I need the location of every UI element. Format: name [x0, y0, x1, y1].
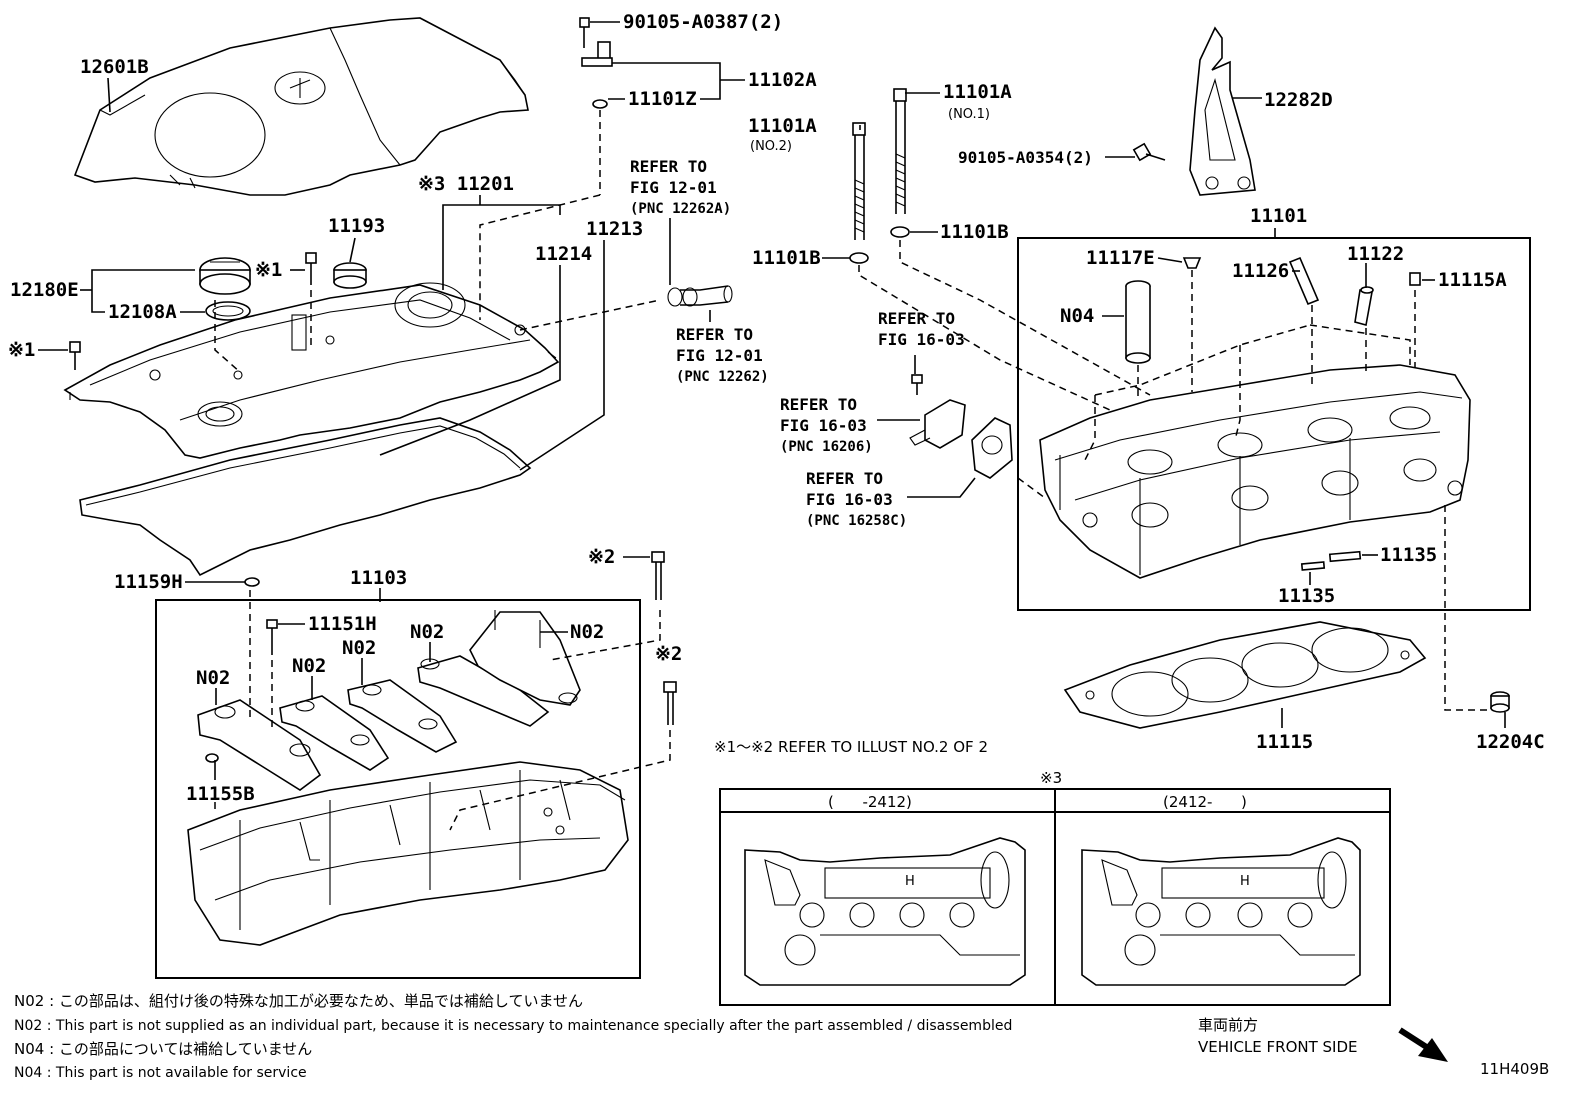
ref-fig16-03-16258C-line1: REFER TO — [806, 469, 883, 488]
footnotes: N02 : この部品は、組付け後の特殊な加工が必要なため、単品では補給していませ… — [14, 992, 1012, 1081]
label-mark1-top: ※1 — [255, 259, 282, 281]
bolts-drawing — [69, 17, 1166, 370]
camshaft-housing-drawing — [187, 761, 629, 946]
label-11101B-right: 11101B — [940, 221, 1009, 243]
label-11103: 11103 — [350, 567, 407, 589]
refer-to-notes: REFER TO FIG 12-01 (PNC 12262A) REFER TO… — [630, 157, 965, 529]
label-mark1-left: ※1 — [8, 339, 35, 361]
variant-old-label: ( -2412) — [828, 793, 912, 811]
engine-hanger-drawing — [1189, 26, 1256, 196]
label-11101B-left: 11101B — [752, 247, 821, 269]
plug-12204C-drawing — [1490, 691, 1510, 713]
label-11101Z: 11101Z — [628, 88, 697, 110]
vehicle-front-en: VEHICLE FRONT SIDE — [1198, 1038, 1358, 1056]
label-11135-bottom: 11135 — [1278, 585, 1335, 607]
camshaft-housing-box — [155, 599, 641, 979]
ref-fig12-01-12262A-line3: (PNC 12262A) — [630, 201, 731, 217]
ref-fig12-01-12262-line3: (PNC 12262) — [676, 369, 769, 385]
footnote-n04-en: N04 : This part is not available for ser… — [14, 1065, 307, 1081]
label-N02-3: N02 — [342, 637, 376, 659]
label-12108A: 12108A — [108, 301, 177, 323]
label-11201: ※3 11201 — [418, 173, 514, 195]
label-12282D: 12282D — [1264, 89, 1333, 111]
engine-cover-drawing — [73, 17, 529, 196]
head-cover-gasket-drawing — [79, 417, 532, 577]
label-mark2-mid: ※2 — [655, 643, 682, 665]
cylinder-head-cover-drawing — [63, 282, 560, 459]
dashed-guide-lines — [214, 110, 1488, 831]
label-11101: 11101 — [1250, 205, 1307, 227]
variant-table — [719, 788, 1391, 1006]
label-11159H: 11159H — [114, 571, 183, 593]
oil-filler-cap-drawing — [199, 257, 251, 321]
ref-fig16-03-16206-line3: (PNC 16206) — [780, 439, 873, 455]
label-11214: 11214 — [535, 243, 592, 265]
part-labels: 12601B 90105-A0387(2) 11102A 11101Z 1110… — [8, 11, 1545, 805]
label-11126: 11126 — [1232, 260, 1289, 282]
variant-new-label: (2412- ) — [1163, 793, 1247, 811]
ref-fig12-01-12262A-line2: FIG 12-01 — [630, 178, 717, 197]
label-90105-A0354: 90105-A0354(2) — [958, 148, 1093, 167]
ref-fig12-01-12262-line2: FIG 12-01 — [676, 346, 763, 365]
vehicle-front-arrow-icon — [1398, 1027, 1448, 1062]
leader-lines — [38, 21, 1506, 780]
ref-fig16-03-16206-line2: FIG 16-03 — [780, 416, 867, 435]
ref-fig12-01-12262-line1: REFER TO — [676, 325, 753, 344]
bearing-caps-drawing — [197, 551, 677, 791]
ref-fig16-03-a-line2: FIG 16-03 — [878, 330, 965, 349]
label-12601B: 12601B — [80, 56, 149, 78]
label-11122: 11122 — [1347, 243, 1404, 265]
label-N02-2: N02 — [292, 655, 326, 677]
vacuum-pump-parts-drawing — [909, 374, 1013, 479]
variant-old-cover-drawing: H — [744, 837, 1026, 986]
label-N02-1: N02 — [196, 667, 230, 689]
ref-fig16-03-16258C-line3: (PNC 16258C) — [806, 513, 907, 529]
label-11101A-no1: 11101A — [943, 81, 1012, 103]
label-mark2-top: ※2 — [588, 546, 615, 568]
figure-id: 11H409B — [1480, 1060, 1549, 1078]
ref-fig12-01-12262A-line1: REFER TO — [630, 157, 707, 176]
label-11213: 11213 — [586, 218, 643, 240]
label-N04: N04 — [1060, 305, 1094, 327]
label-11101A-no1-sub: (NO.1) — [948, 107, 990, 122]
head-small-parts-drawing — [1125, 256, 1421, 571]
svg-text:H: H — [905, 874, 915, 889]
ref-fig16-03-16206-line1: REFER TO — [780, 395, 857, 414]
label-11135-right: 11135 — [1380, 544, 1437, 566]
vehicle-front-jp: 車両前方 — [1198, 1016, 1258, 1034]
variant-new-cover-drawing: H — [1081, 837, 1361, 986]
plug-11193-drawing — [333, 262, 367, 289]
label-12180E: 12180E — [10, 279, 79, 301]
label-11193: 11193 — [328, 215, 385, 237]
label-90105-A0387: 90105-A0387(2) — [623, 11, 783, 33]
label-N02-4: N02 — [410, 621, 444, 643]
label-11155B: 11155B — [186, 783, 255, 805]
footnote-n02-jp: N02 : この部品は、組付け後の特殊な加工が必要なため、単品では補給していませ… — [14, 992, 583, 1010]
label-11115: 11115 — [1256, 731, 1313, 753]
label-11101A-no2-sub: (NO.2) — [750, 139, 792, 154]
footnote-n04-jp: N04 : この部品については補給していません — [14, 1040, 312, 1058]
svg-text:H: H — [1240, 874, 1250, 889]
label-11115A: 11115A — [1438, 269, 1507, 291]
label-11102A: 11102A — [748, 69, 817, 91]
variant-mark: ※3 — [1040, 769, 1062, 787]
cylinder-head-box — [1017, 237, 1531, 611]
footnote-n02-en: N02 : This part is not supplied as an in… — [14, 1018, 1012, 1034]
label-11151H: 11151H — [308, 613, 377, 635]
label-11101A-no2: 11101A — [748, 115, 817, 137]
ref-fig16-03-a-line1: REFER TO — [878, 309, 955, 328]
illust-note: ※1～※2 REFER TO ILLUST NO.2 OF 2 — [714, 738, 988, 756]
label-N02-5: N02 — [570, 621, 604, 643]
label-11117E: 11117E — [1086, 247, 1155, 269]
ref-fig16-03-16258C-line2: FIG 16-03 — [806, 490, 893, 509]
head-gasket-drawing — [1063, 621, 1427, 729]
label-12204C: 12204C — [1476, 731, 1545, 753]
